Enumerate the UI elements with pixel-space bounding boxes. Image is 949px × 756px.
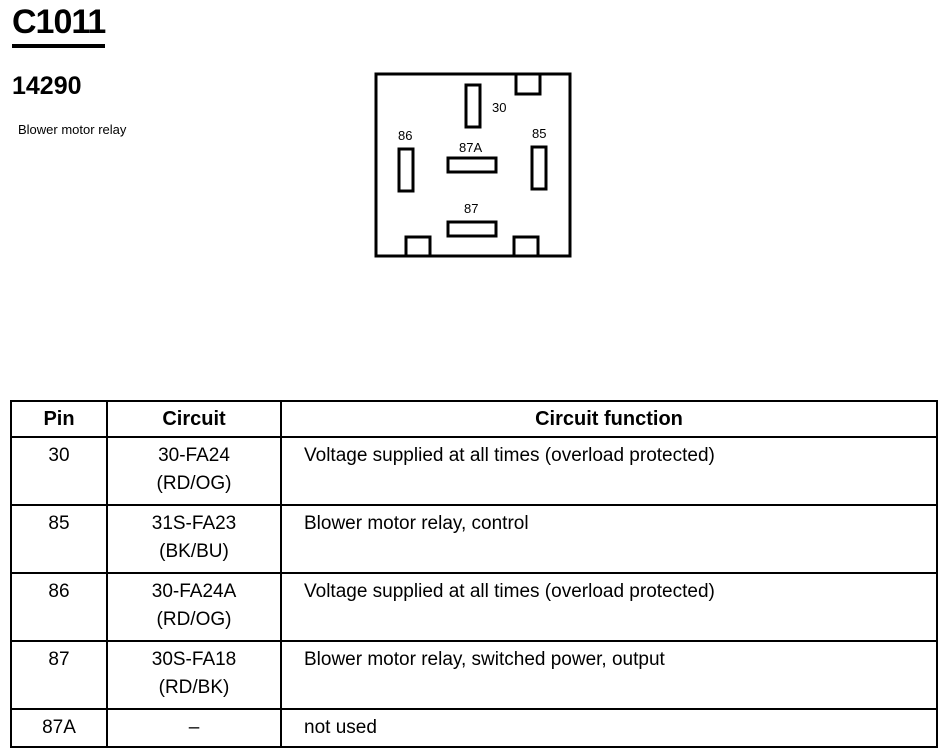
pin-label-30: 30 bbox=[492, 100, 506, 115]
pin-label-86: 86 bbox=[398, 128, 412, 143]
part-description: Blower motor relay bbox=[18, 122, 127, 137]
circuit-cell: – bbox=[106, 708, 282, 748]
table-row: 87A – not used bbox=[10, 708, 938, 748]
part-number: 14290 bbox=[12, 72, 82, 100]
circuit-cell: 30-FA24A (RD/OG) bbox=[106, 572, 282, 642]
wire-color: (RD/BK) bbox=[158, 677, 230, 698]
table-row: 30 30-FA24 (RD/OG) Voltage supplied at al… bbox=[10, 436, 938, 506]
pin-cell: 30 bbox=[10, 436, 108, 506]
circuit-cell: 31S-FA23 (BK/BU) bbox=[106, 504, 282, 574]
table-row: 87 30S-FA18 (RD/BK) Blower motor relay, s… bbox=[10, 640, 938, 710]
table-row: 86 30-FA24A (RD/OG) Voltage supplied at a… bbox=[10, 572, 938, 642]
pin-cell: 87A bbox=[10, 708, 108, 748]
terminal-86 bbox=[397, 147, 415, 193]
circuit-code: 30S-FA18 bbox=[151, 649, 237, 670]
header-circuit: Circuit bbox=[106, 400, 282, 438]
pin-label-87A: 87A bbox=[459, 140, 482, 155]
key-notch-bottom-right bbox=[512, 235, 540, 258]
circuit-code: 30-FA24 bbox=[158, 445, 230, 466]
circuit-code: 30-FA24A bbox=[151, 581, 237, 602]
function-cell: Blower motor relay, control bbox=[280, 504, 938, 574]
terminal-87 bbox=[446, 220, 498, 238]
function-cell: Voltage supplied at all times (overload … bbox=[280, 572, 938, 642]
circuit-cell: 30S-FA18 (RD/BK) bbox=[106, 640, 282, 710]
key-notch-top-right bbox=[514, 72, 542, 96]
terminal-30 bbox=[464, 83, 482, 129]
key-notch-bottom-left bbox=[404, 235, 432, 258]
pin-label-87: 87 bbox=[464, 201, 478, 216]
function-cell: not used bbox=[280, 708, 938, 748]
connector-face-diagram: 30 86 85 87A 87 bbox=[374, 72, 572, 258]
circuit-code: – bbox=[188, 717, 200, 738]
function-cell: Blower motor relay, switched power, outp… bbox=[280, 640, 938, 710]
pin-cell: 85 bbox=[10, 504, 108, 574]
terminal-87A bbox=[446, 156, 498, 174]
circuit-code: 31S-FA23 bbox=[151, 513, 237, 534]
pin-cell: 86 bbox=[10, 572, 108, 642]
wire-color: (BK/BU) bbox=[159, 541, 229, 562]
function-cell: Voltage supplied at all times (overload … bbox=[280, 436, 938, 506]
pin-table-header: Pin Circuit Circuit function bbox=[10, 400, 938, 438]
circuit-cell: 30-FA24 (RD/OG) bbox=[106, 436, 282, 506]
pin-cell: 87 bbox=[10, 640, 108, 710]
wire-color: (RD/OG) bbox=[156, 473, 232, 494]
table-row: 85 31S-FA23 (BK/BU) Blower motor relay, c… bbox=[10, 504, 938, 574]
header-pin: Pin bbox=[10, 400, 108, 438]
header-circuit-function: Circuit function bbox=[280, 400, 938, 438]
wire-color: (RD/OG) bbox=[156, 609, 232, 630]
pin-table: Pin Circuit Circuit function 30 30-FA24 (… bbox=[10, 400, 938, 748]
pin-label-85: 85 bbox=[532, 126, 546, 141]
terminal-85 bbox=[530, 145, 548, 191]
connector-id: C1011 bbox=[12, 2, 106, 48]
